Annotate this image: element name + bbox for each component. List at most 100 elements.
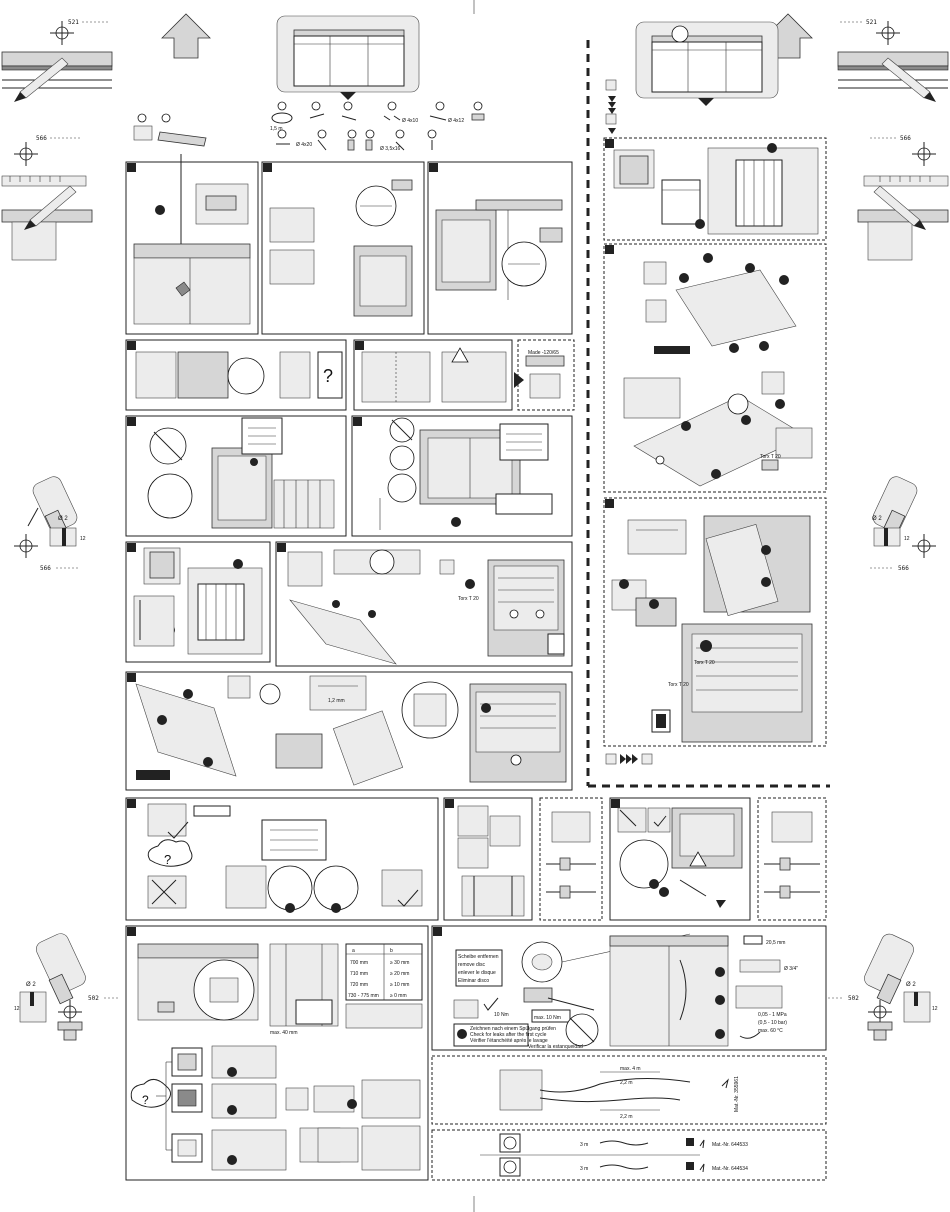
left-margin-illustrations: Ø 2 12 Ø 2 12 bbox=[1, 51, 113, 1041]
panel-step-16: max. 4 m 2,2 m 2,2 m Mat.-Nr. 355961 bbox=[431, 1055, 827, 1125]
len-2-2-a: 2,2 m bbox=[620, 1080, 633, 1086]
drill-diameter-bottom-left: Ø 2 bbox=[26, 982, 36, 988]
dim-drill-left: 566 bbox=[40, 565, 51, 572]
panel-step-5 bbox=[353, 339, 524, 411]
parts-row: 1,5 m Ø 4x10 Ø 4x12 Ø 4x20 Ø 3,5x16 bbox=[270, 101, 485, 152]
panel-step-12a bbox=[443, 797, 533, 921]
disc-line-1: Scheibe entfernen bbox=[458, 954, 499, 960]
height-row-3-a: 720 mm bbox=[350, 982, 368, 988]
dim-mid-left: 566 bbox=[36, 135, 47, 142]
pencil-marking-top-left bbox=[1, 51, 113, 102]
pencil-marking-top-right bbox=[837, 51, 949, 102]
panel-right-a bbox=[603, 137, 827, 241]
drill-left: Ø 2 12 bbox=[27, 476, 86, 547]
warn-line-2: Check for leaks after the first cycle bbox=[470, 1032, 547, 1038]
svg-text:?: ? bbox=[323, 366, 333, 386]
panel-step-5b: Made -120/65 bbox=[517, 339, 575, 411]
hose-row-2-mat: Mat.-Nr. 644534 bbox=[712, 1166, 748, 1172]
height-row-1-a: 700 mm bbox=[350, 960, 368, 966]
reg-mark-mid-left bbox=[14, 142, 38, 166]
torx-label-right-c1: Torx T 20 bbox=[694, 660, 715, 666]
max-10nm-label: max. 10 Nm bbox=[534, 1015, 561, 1021]
parts-screw-a: Ø 4x10 bbox=[402, 118, 418, 124]
dim-top-right: 521 bbox=[866, 19, 877, 26]
height-row-2-a: 710 mm bbox=[350, 971, 368, 977]
panel-right-c: Torx T 20 Torx T 20 bbox=[603, 497, 827, 747]
reg-mark-bottom-left bbox=[58, 1000, 82, 1024]
size-a-label: 20,5 mm bbox=[766, 940, 785, 946]
height-table: a b 700 mm ≥ 30 mm 710 mm ≥ 20 mm 720 mm… bbox=[345, 943, 423, 1001]
panel-step-13a bbox=[609, 797, 751, 921]
height-row-4-a: 730 - 775 mm bbox=[348, 993, 379, 999]
drill-bottom-right: Ø 2 12 bbox=[864, 933, 938, 1041]
torx-label-right-b: Torx T 20 bbox=[760, 454, 781, 460]
torque-label: 10 Nm bbox=[494, 1012, 509, 1018]
reg-mark-bottom-right bbox=[868, 1000, 892, 1024]
max-4m-label: max. 4 m bbox=[620, 1066, 641, 1072]
panel-step-15: Scheibe entfernen remove disc enlever le… bbox=[431, 925, 827, 1051]
reg-mark-drill-right bbox=[912, 534, 936, 558]
parts-screw-c: Ø 4x20 bbox=[296, 142, 312, 148]
panel-step-6 bbox=[125, 415, 347, 537]
reg-mark-top-left bbox=[50, 21, 74, 45]
panel-step-9: Torx T 20 bbox=[275, 541, 573, 667]
panel-step-10: 1,2 mm bbox=[125, 671, 573, 791]
top-header-area: 1,5 m Ø 4x10 Ø 4x12 Ø 4x20 Ø 3,5x16 bbox=[133, 13, 813, 152]
dim-drill-right: 566 bbox=[898, 565, 909, 572]
drill-depth-bottom-right: 12 bbox=[932, 1006, 938, 1012]
kitchen-bubble-right bbox=[635, 21, 779, 106]
drill-bottom-left: Ø 2 12 bbox=[14, 933, 86, 1041]
ruler-pencil-left bbox=[1, 175, 93, 261]
dim-top-left: 521 bbox=[68, 19, 79, 26]
panel-step-7 bbox=[351, 415, 573, 537]
up-arrow-left bbox=[161, 13, 211, 59]
panel-right-b: Torx T 20 bbox=[603, 243, 827, 493]
max-40-label: max. 40 mm bbox=[270, 1030, 298, 1036]
disc-line-2: remove disc bbox=[458, 962, 485, 968]
hose-row-1-mat: Mat.-Nr. 644533 bbox=[712, 1142, 748, 1148]
svg-text:?: ? bbox=[164, 852, 171, 867]
panel-step-11: ? bbox=[125, 797, 439, 921]
drill-depth-bottom-left: 12 bbox=[14, 1006, 20, 1012]
gap-label: 1,2 mm bbox=[328, 698, 345, 704]
panel-step-2 bbox=[261, 161, 425, 335]
height-table-col-a: a bbox=[352, 948, 355, 954]
registration-marks bbox=[14, 0, 936, 1212]
right-margin-illustrations: Ø 2 12 Ø 2 12 bbox=[837, 51, 949, 1041]
mat-nr-hose: Mat.-Nr. 355961 bbox=[734, 1076, 740, 1112]
warn-line-3: Vérifier l'étanchéité après le lavage bbox=[470, 1038, 548, 1044]
height-table-col-b: b bbox=[390, 948, 393, 954]
parts-hose-length: 1,5 m bbox=[270, 126, 283, 132]
drill-diameter-right: Ø 2 bbox=[872, 516, 882, 522]
kitchen-bubble-left bbox=[276, 15, 420, 100]
panel-step-13b bbox=[757, 797, 827, 921]
reg-mark-mid-right bbox=[912, 142, 936, 166]
height-row-3-b: ≥ 10 mm bbox=[390, 982, 409, 988]
dim-mid-right: 566 bbox=[900, 135, 911, 142]
drill-diameter-bottom-right: Ø 2 bbox=[906, 982, 916, 988]
drill-diameter-left: Ø 2 bbox=[58, 516, 68, 522]
drill-depth-right: 12 bbox=[904, 536, 910, 542]
hose-row-1-len: 3 m bbox=[580, 1142, 588, 1148]
disc-line-3: enlever le disque bbox=[458, 970, 496, 976]
dim-bottom-left: 502 bbox=[88, 995, 99, 1002]
pressure-bar-label: (0,5 - 10 bar) bbox=[758, 1020, 787, 1026]
hose-row-2-len: 3 m bbox=[580, 1166, 588, 1172]
parts-template-items bbox=[133, 113, 207, 147]
ruler-pencil-right bbox=[857, 175, 949, 261]
disc-line-4: Eliminar disco bbox=[458, 978, 489, 984]
dim-bottom-right: 502 bbox=[848, 995, 859, 1002]
warn-line-1: Zeichnen nach einem Spülgang prüfen bbox=[470, 1026, 556, 1032]
len-2-2-b: 2,2 m bbox=[620, 1114, 633, 1120]
height-row-4-b: ≥ 0 mm bbox=[390, 993, 407, 999]
height-row-2-b: ≥ 20 mm bbox=[390, 971, 409, 977]
svg-text:?: ? bbox=[142, 1093, 149, 1107]
right-dashed-section: Torx T 20 Torx T 20 Torx T 20 bbox=[586, 40, 830, 788]
parts-screw-b: Ø 4x12 bbox=[448, 118, 464, 124]
panel-step-17: 3 m 3 m Mat.-Nr. 644533 Mat.-Nr. 644534 bbox=[431, 1129, 827, 1181]
drill-right: Ø 2 12 bbox=[872, 476, 918, 547]
reg-mark-top-right bbox=[876, 21, 900, 45]
torx-label-step9: Torx T 20 bbox=[458, 596, 479, 602]
pressure-label: 0,05 - 1 MPa bbox=[758, 1012, 787, 1018]
